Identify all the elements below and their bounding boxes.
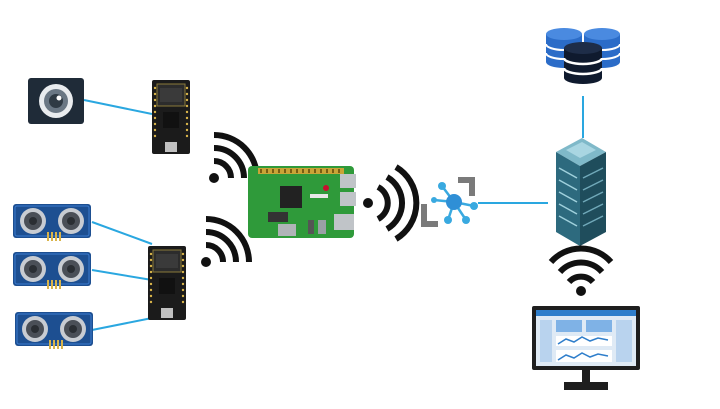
connection-lines [83, 96, 584, 331]
camera-icon [28, 78, 84, 124]
esp8266-board-icon [147, 245, 187, 321]
ultrasonic-sensor-icon [12, 251, 92, 290]
server-rack-icon [556, 138, 606, 246]
wifi-signal-icon [363, 164, 420, 242]
dashboard-monitor-icon [532, 306, 640, 390]
iot-hub-icon [421, 177, 478, 227]
wifi-signal-icon [548, 245, 614, 296]
ultrasonic-sensor-icon [14, 311, 94, 350]
esp8266-board-icon [151, 79, 191, 155]
raspberry-pi-board-icon [248, 166, 356, 238]
ultrasonic-sensor-icon [12, 203, 92, 242]
wifi-signal-icon [201, 216, 252, 267]
database-icon [545, 28, 621, 84]
